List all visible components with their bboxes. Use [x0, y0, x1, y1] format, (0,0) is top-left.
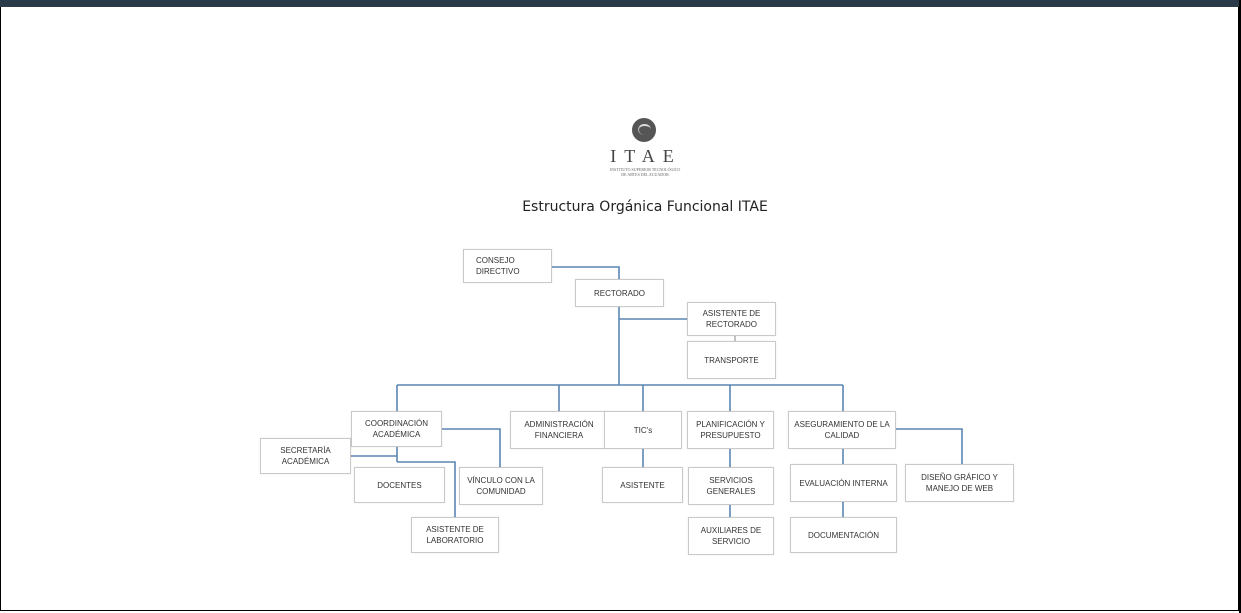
node-planificacion-presupuesto: PLANIFICACIÓN Y PRESUPUESTO [687, 411, 774, 449]
node-tics: TIC's [604, 411, 682, 449]
node-transporte: TRANSPORTE [687, 341, 776, 379]
node-auxiliares-servicio: AUXILIARES DE SERVICIO [688, 517, 774, 555]
node-rectorado: RECTORADO [575, 279, 664, 307]
node-documentacion: DOCUMENTACIÓN [790, 517, 897, 553]
window-top-bar [0, 0, 1241, 7]
node-evaluacion-interna: EVALUACIÓN INTERNA [790, 464, 897, 502]
itae-logo-icon [632, 118, 656, 142]
node-asistente-laboratorio: ASISTENTE DE LABORATORIO [411, 517, 499, 553]
node-coordinacion-academica: COORDINACIÓN ACADÉMICA [351, 411, 442, 447]
connector-consejo-rectorado [552, 266, 620, 279]
logo-subtitle: INSTITUTO SUPERIOR TECNOLÓGICO DE ARTES … [609, 167, 681, 177]
node-vinculo-comunidad: VÍNCULO CON LA COMUNIDAD [459, 467, 543, 505]
node-secretaria-academica: SECRETARÍA ACADÉMICA [260, 438, 351, 474]
logo-name: ITAE [610, 146, 682, 166]
node-administracion-financiera: ADMINISTRACIÓN FINANCIERA [510, 411, 608, 449]
connector-asistente-laboratorio [397, 461, 456, 517]
page-frame [0, 7, 1239, 611]
node-servicios-generales: SERVICIOS GENERALES [688, 467, 774, 505]
connector-vinculo [442, 428, 501, 467]
page-right-border [1239, 0, 1241, 613]
node-asistente-tics: ASISTENTE [602, 467, 683, 503]
chart-title: Estructura Orgánica Funcional ITAE [522, 199, 768, 215]
node-aseguramiento-calidad: ASEGURAMIENTO DE LA CALIDAD [788, 411, 896, 449]
node-consejo-directivo: CONSEJO DIRECTIVO [463, 249, 552, 283]
node-diseno-grafico: DISEÑO GRÁFICO Y MANEJO DE WEB [905, 464, 1014, 502]
node-asistente-rectorado: ASISTENTE DE RECTORADO [687, 302, 776, 336]
node-docentes: DOCENTES [354, 467, 445, 503]
connector-diseno [896, 428, 963, 464]
